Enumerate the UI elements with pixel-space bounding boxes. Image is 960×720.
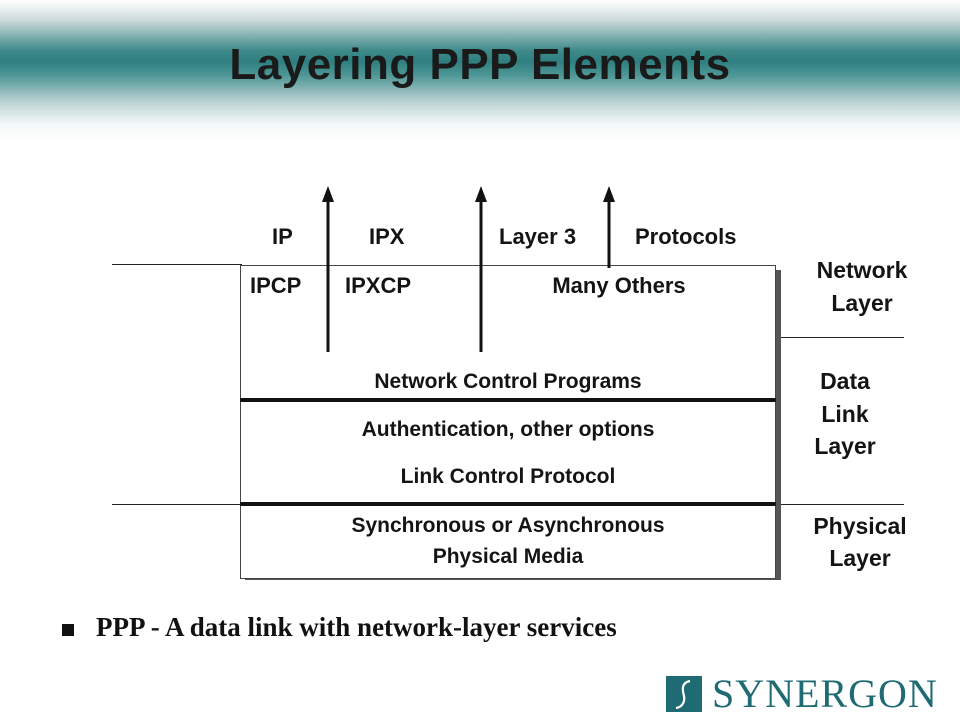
ncp-label: Network Control Programs <box>374 370 642 393</box>
header-band <box>0 0 960 140</box>
authentication-label: Authentication, other options <box>361 418 655 441</box>
up-arrow-icon <box>475 186 487 352</box>
ncp-divider <box>240 398 776 402</box>
physical-layer-label-1: Physical <box>813 513 907 539</box>
network-datalink-boundary-line <box>780 337 904 338</box>
physical-layer-label-2: Layer <box>829 545 891 571</box>
lcp-divider <box>240 502 776 506</box>
network-layer-top-line <box>112 264 242 265</box>
slide-title: Layering PPP Elements <box>229 40 731 89</box>
bullet-square-icon <box>62 624 74 636</box>
ipxcp-label: IPXCP <box>345 273 412 298</box>
synergon-logo-text: SYNERGON <box>712 671 938 716</box>
bullet-text: PPP - A data link with network-layer ser… <box>96 612 617 642</box>
synergon-logo-icon <box>666 676 702 712</box>
physical-media-line1: Synchronous or Asynchronous <box>351 514 665 537</box>
physical-media-line2: Physical Media <box>432 545 584 568</box>
datalink-layer-label-2: Link <box>821 401 869 427</box>
network-layer-label-2: Layer <box>831 290 893 316</box>
datalink-physical-boundary-line-right <box>780 504 904 505</box>
up-arrow-icon <box>322 186 334 352</box>
datalink-layer-label-1: Data <box>820 368 870 394</box>
datalink-layer-label-3: Layer <box>814 433 876 459</box>
protocol-ip-label: IP <box>272 224 293 249</box>
lcp-label: Link Control Protocol <box>400 465 616 488</box>
network-layer-label-1: Network <box>816 257 908 283</box>
up-arrow-icon <box>603 186 615 268</box>
protocol-layer3-label: Layer 3 <box>499 224 577 249</box>
protocol-protocols-label: Protocols <box>635 224 737 249</box>
many-others-label: Many Others <box>552 273 686 298</box>
ipcp-label: IPCP <box>250 273 302 298</box>
protocol-ipx-label: IPX <box>369 224 405 249</box>
datalink-physical-boundary-line <box>112 504 242 505</box>
